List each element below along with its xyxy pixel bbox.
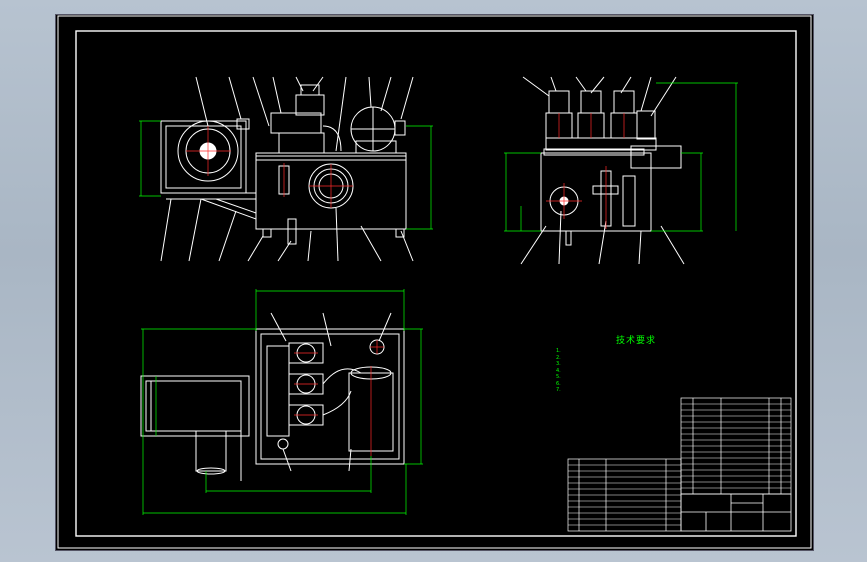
technical-requirements-list: 1. 2. 3. 4. 5. 6. 7. xyxy=(556,348,721,394)
front-view-dimensions xyxy=(139,120,433,230)
note-item: 6. xyxy=(556,380,561,387)
front-view xyxy=(160,76,414,262)
cad-drawing-canvas xyxy=(57,15,812,549)
side-view-centerlines xyxy=(546,113,625,229)
title-block xyxy=(680,493,792,532)
top-view-centerlines xyxy=(294,340,384,456)
inner-frame xyxy=(75,30,797,537)
front-view-centerlines xyxy=(186,126,353,208)
note-item: 7. xyxy=(556,387,561,393)
outer-border xyxy=(57,15,812,549)
parts-list-right-rows xyxy=(681,403,791,489)
top-view xyxy=(140,312,405,481)
drawing-sheet: 技术要求 1. 2. 3. 4. 5. 6. 7. xyxy=(55,14,814,551)
technical-requirements-title: 技术要求 xyxy=(616,336,657,346)
parts-list-left-rows xyxy=(568,464,681,526)
note-item: 2. xyxy=(556,354,561,361)
top-view-dimensions xyxy=(141,289,423,515)
side-view xyxy=(520,76,685,265)
note-item: 3. xyxy=(556,361,561,367)
side-view-dimensions xyxy=(504,82,738,232)
note-item: 4. xyxy=(556,367,561,374)
note-item: 1. xyxy=(556,348,561,354)
note-item: 5. xyxy=(556,374,561,380)
